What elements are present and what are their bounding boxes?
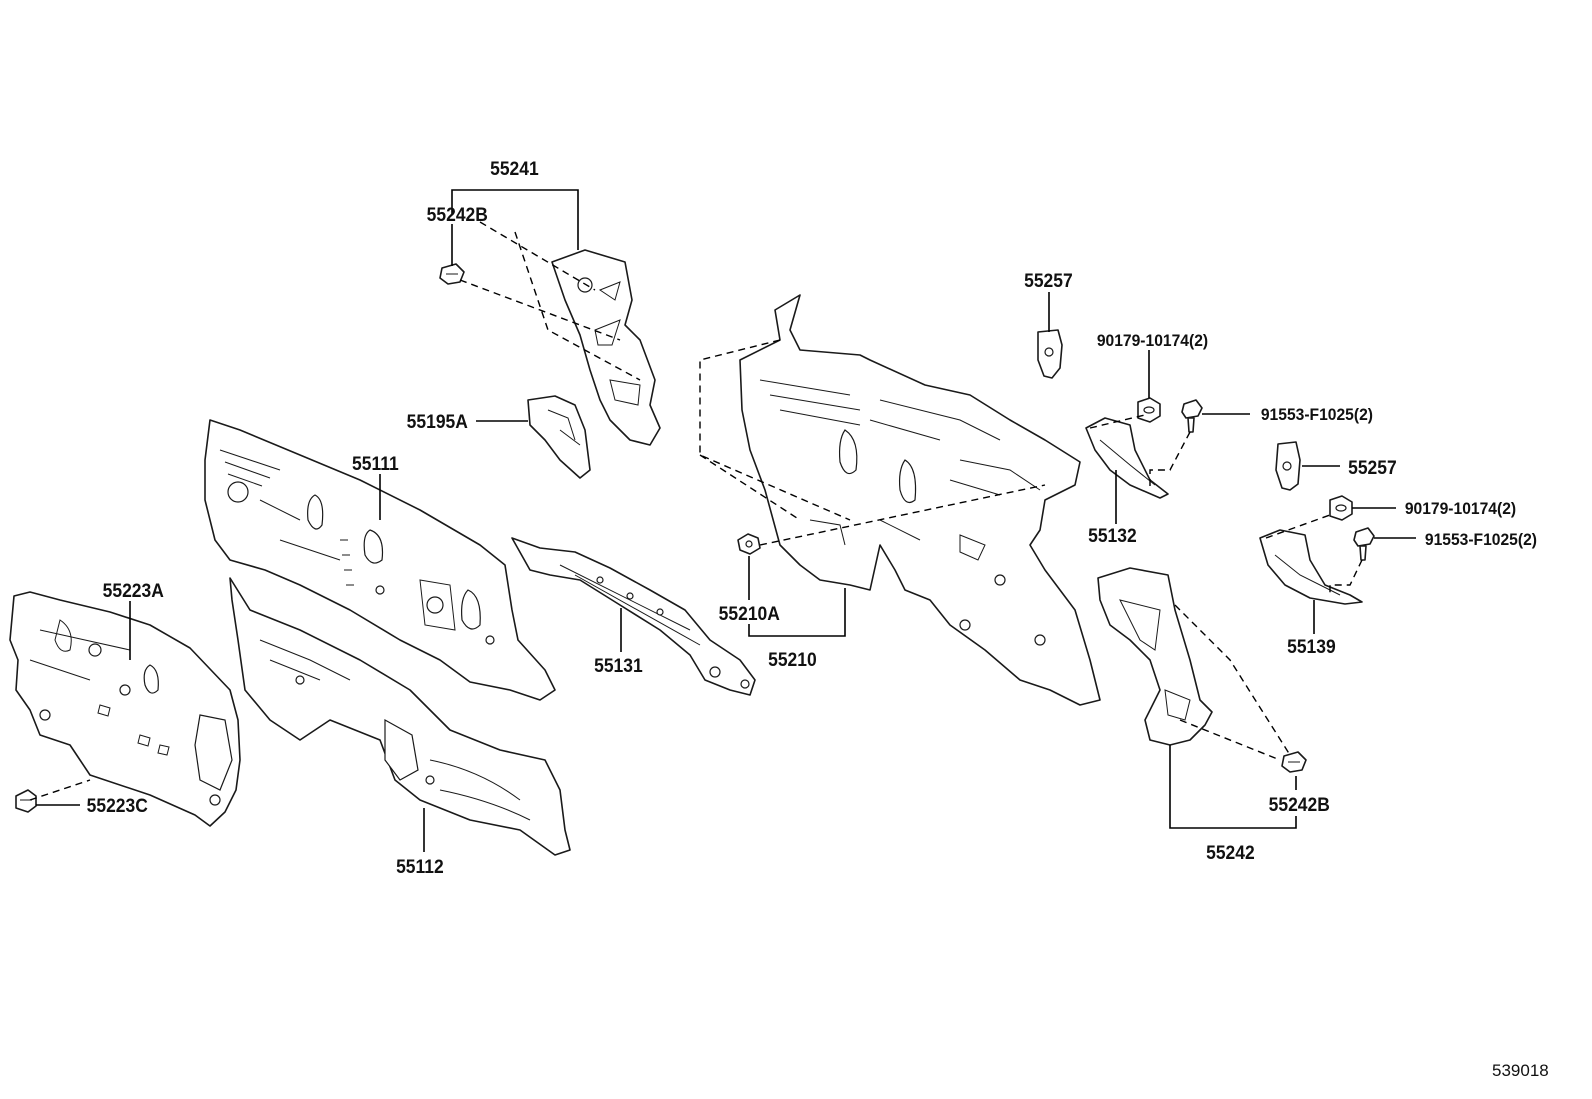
- part-91553-bolt-right[interactable]: [1353, 527, 1375, 561]
- part-55112-lower-dash[interactable]: [229, 577, 571, 856]
- leader-lines: [36, 189, 1416, 852]
- label-55195a[interactable]: 55195A: [407, 410, 468, 432]
- assembly-dashed-lines: [29, 221, 1363, 801]
- part-55257-pad-right[interactable]: [1275, 441, 1301, 491]
- label-90179-right[interactable]: 90179-10174(2): [1405, 499, 1516, 518]
- part-55131-cross-member[interactable]: [511, 537, 756, 696]
- part-91553-bolt-top[interactable]: [1181, 399, 1203, 433]
- label-55131[interactable]: 55131: [594, 654, 643, 676]
- part-55210-dash-insulator[interactable]: [739, 294, 1101, 706]
- part-55195a-reinforcement[interactable]: [527, 395, 591, 479]
- label-91553-right[interactable]: 91553-F1025(2): [1425, 530, 1537, 549]
- label-55242b-top[interactable]: 55242B: [427, 203, 488, 225]
- label-55112[interactable]: 55112: [396, 855, 444, 877]
- label-55210[interactable]: 55210: [768, 648, 817, 670]
- label-55257-right[interactable]: 55257: [1348, 456, 1397, 478]
- part-55223a-insulator[interactable]: [9, 591, 241, 827]
- part-55242b-clip-top[interactable]: [439, 263, 465, 285]
- diagram-reference-number: 539018: [1492, 1061, 1549, 1080]
- label-55210a[interactable]: 55210A: [719, 602, 780, 624]
- label-55132[interactable]: 55132: [1088, 524, 1137, 546]
- part-55241-bracket[interactable]: [551, 249, 661, 446]
- label-55139[interactable]: 55139: [1287, 635, 1336, 657]
- part-labels: 55241 55242B 55195A 55111 55223A 55223C …: [87, 157, 1537, 877]
- label-90179-top[interactable]: 90179-10174(2): [1097, 331, 1208, 350]
- label-55257-top[interactable]: 55257: [1024, 269, 1073, 291]
- part-55132-bracket[interactable]: [1085, 417, 1169, 499]
- label-55242[interactable]: 55242: [1206, 841, 1255, 863]
- label-91553-top[interactable]: 91553-F1025(2): [1261, 405, 1373, 424]
- part-55210a-grommet[interactable]: [737, 533, 761, 555]
- label-55223a[interactable]: 55223A: [103, 579, 164, 601]
- part-90179-nut-top[interactable]: [1137, 397, 1161, 423]
- part-55242b-clip-bottom[interactable]: [1281, 751, 1307, 773]
- part-55242-bracket[interactable]: [1097, 567, 1213, 746]
- label-55242b-bottom[interactable]: 55242B: [1269, 793, 1330, 815]
- part-55257-pad-top[interactable]: [1037, 329, 1063, 379]
- part-55223c-clip[interactable]: [15, 789, 37, 813]
- label-55241[interactable]: 55241: [490, 157, 539, 179]
- part-55139-bracket[interactable]: [1259, 529, 1363, 605]
- label-55111[interactable]: 55111: [352, 452, 399, 474]
- label-55223c[interactable]: 55223C: [87, 794, 148, 816]
- part-55111-dash-panel[interactable]: [204, 419, 556, 701]
- part-90179-nut-right[interactable]: [1329, 495, 1353, 521]
